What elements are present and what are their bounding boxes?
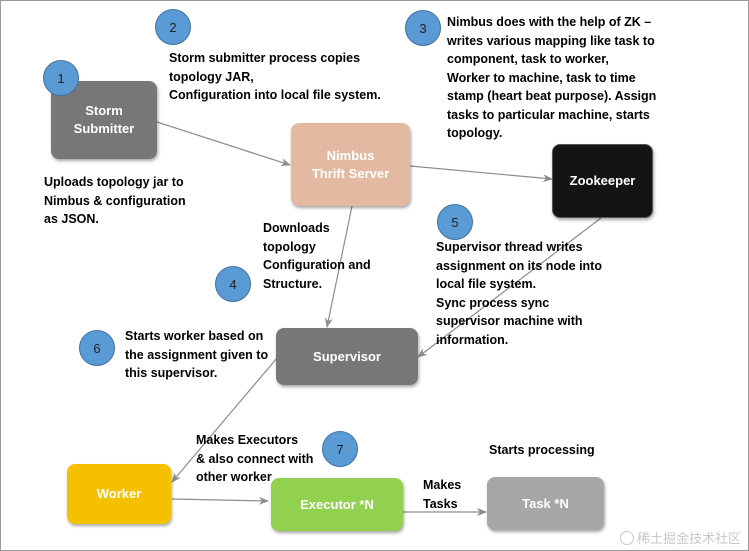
watermark: 稀土掘金技术社区 [619,528,741,547]
step-4-circle: 4 [215,266,251,302]
step-2-circle: 2 [155,9,191,45]
worker-box: Worker [67,464,171,524]
step-2-note: Storm submitter process copies topology … [169,51,381,102]
step-7-circle: 7 [322,431,358,467]
arrow-zookeeper-to-supervisor [417,217,602,358]
step-3-note: Nimbus does with the help of ZK – writes… [447,15,657,140]
arrow-nimbus-to-supervisor [324,205,353,328]
arrow-supervisor-to-worker [171,357,278,483]
watermark-text: 稀土掘金技术社区 [636,531,741,546]
step-1-note: Uploads topology jar to Nimbus & configu… [44,175,186,226]
supervisor-box: Supervisor [276,328,418,385]
task-box: Task *N [487,477,604,530]
arrow-worker-to-executor [171,496,269,505]
step-4-note: Downloads topology Configuration and Str… [263,221,371,291]
arrow-submitter-to-nimbus [156,121,291,167]
step-3-circle: 3 [405,10,441,46]
makes-tasks-note: Makes Tasks [423,478,462,511]
arrow-nimbus-to-zookeeper [409,165,553,183]
nimbus-thrift-server-box: Nimbus Thrift Server [291,123,410,206]
zookeeper-box: Zookeeper [552,144,653,218]
watermark-logo-icon [619,531,634,545]
starts-processing-note: Starts processing [489,443,595,457]
step-6-note: Starts worker based on the assignment gi… [125,329,269,380]
step-7-note: Makes Executors & also connect with othe… [196,433,314,484]
step-6-circle: 6 [79,330,115,366]
step-1-circle: 1 [43,60,79,96]
executor-box: Executor *N [271,478,403,531]
step-5-circle: 5 [437,204,473,240]
step-5-note: Supervisor thread writes assignment on i… [436,240,602,347]
